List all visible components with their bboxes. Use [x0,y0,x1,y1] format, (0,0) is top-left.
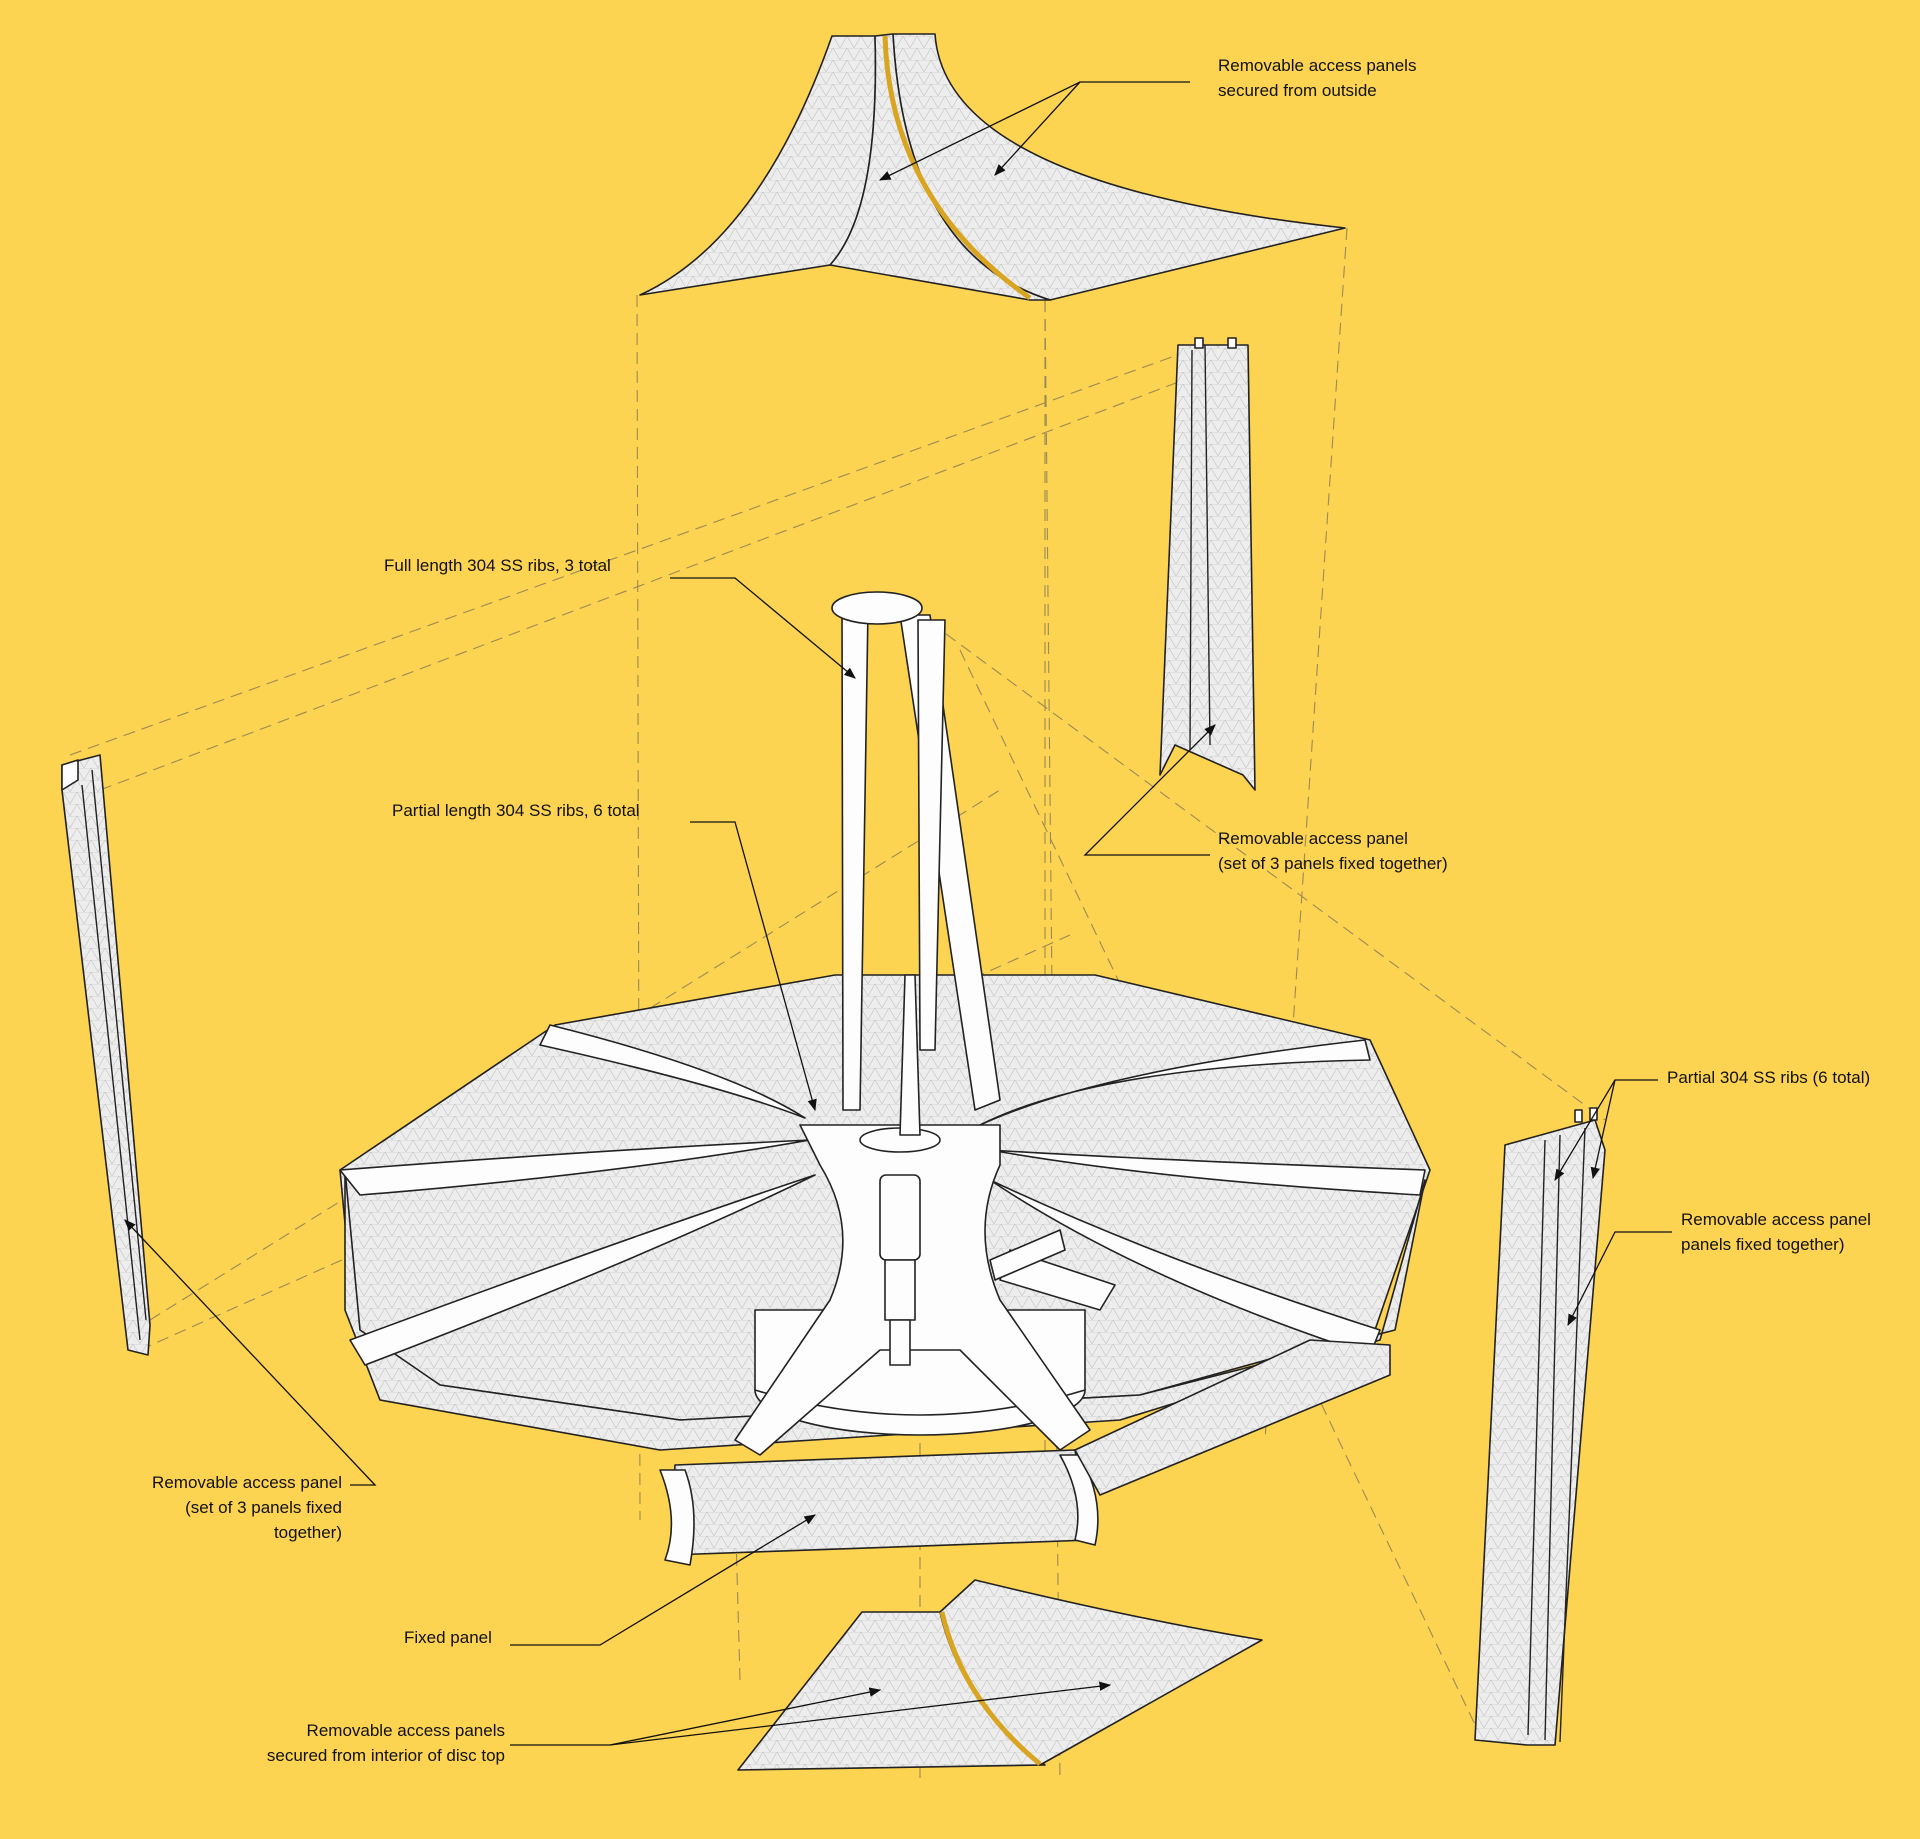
rib-back [917,619,946,1051]
left-channel-panel [61,754,151,1356]
label-partial-ribs: Partial length 304 SS ribs, 6 total [392,801,640,820]
label-bottom-panels: Removable access panels secured from int… [266,1721,505,1765]
rib-top-disc [831,591,923,625]
label-partial-ss-ribs: Partial 304 SS ribs (6 total) [1667,1068,1871,1087]
disc-assembly [339,974,1431,1566]
disc-side-wall [344,1169,1426,1451]
label-right-access-panel: Removable access panel (set of 3 panels … [1218,829,1448,873]
fixed-panel [669,1449,1091,1556]
label-left-access-panel: Removable access panel (set of 3 panels … [152,1473,342,1542]
top-panel-middle [829,33,1051,301]
bottom-access-panels [737,1579,1263,1771]
label-fixed-panel: Fixed panel [404,1628,492,1647]
full-length-ribs [831,591,1001,1111]
top-access-panels [639,33,1346,301]
upper-right-channel-panel [1159,337,1256,791]
label-top-panels: Removable access panels secured from out… [1218,56,1417,100]
right-channel-panel [1474,1107,1606,1746]
leader-lines [124,81,1672,1746]
label-full-ribs: Full length 304 SS ribs, 3 total [384,556,611,575]
label-right-lower-panel: Removable access panel panels fixed toge… [1681,1210,1871,1254]
